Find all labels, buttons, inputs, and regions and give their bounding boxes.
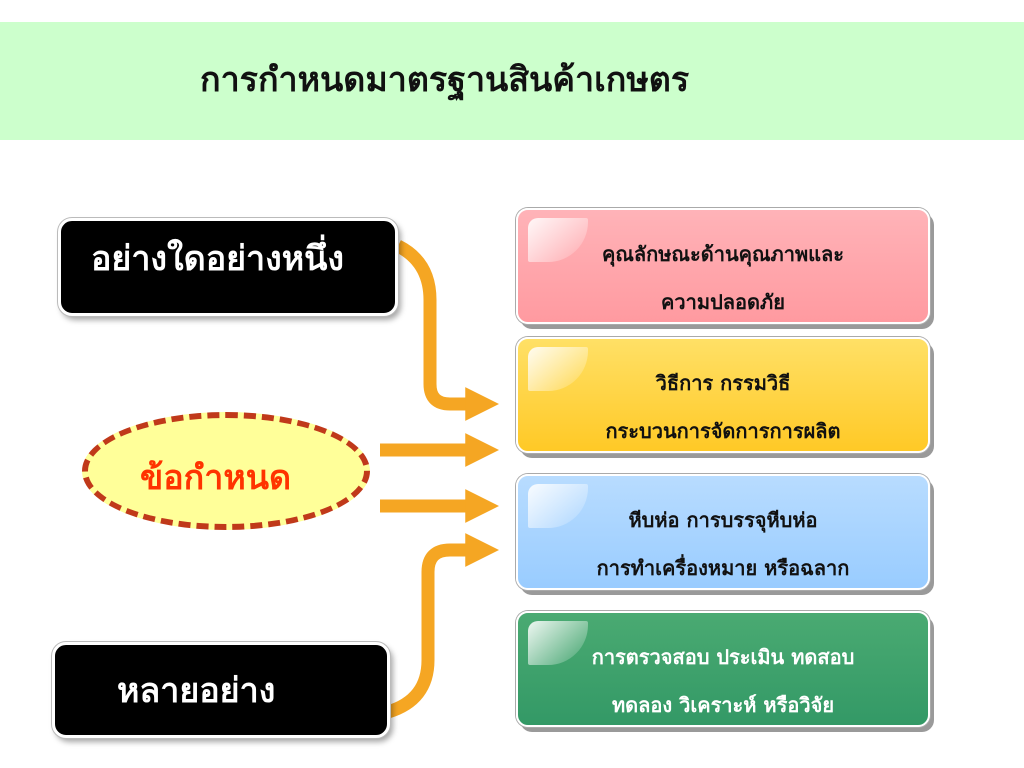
page-title: การกำหนดมาตรฐานสินค้าเกษตร xyxy=(200,60,690,100)
card-quality-safety: คุณลักษณะด้านคุณภาพและ ความปลอดภัย xyxy=(516,208,930,324)
box-one-of: อย่างใดอย่างหนึ่ง xyxy=(58,218,398,316)
title-band xyxy=(0,22,1024,140)
arrow-bottom-curve xyxy=(385,533,500,719)
card-packaging-labeling: หีบห่อ การบรรจุหีบห่อ การทำเครื่องหมาย ห… xyxy=(516,474,930,590)
card-line: กระบวนการจัดการการผลิต xyxy=(605,419,841,443)
requirement-ellipse xyxy=(82,412,370,530)
card-line: ความปลอดภัย xyxy=(661,290,785,314)
card-line: วิธีการ กรรมวิธี xyxy=(655,371,791,395)
card-production-process: วิธีการ กรรมวิธี กระบวนการจัดการการผลิต xyxy=(516,337,930,453)
arrow-top-curve xyxy=(394,240,500,421)
card-line: คุณลักษณะด้านคุณภาพและ xyxy=(601,242,845,266)
card-line: หีบห่อ การบรรจุหีบห่อ xyxy=(628,508,818,532)
card-line: การตรวจสอบ ประเมิน ทดสอบ xyxy=(591,645,855,669)
card-line: การทำเครื่องหมาย หรือฉลาก xyxy=(596,556,850,580)
box-multiple: หลายอย่าง xyxy=(52,642,390,738)
card-inspection-testing: การตรวจสอบ ประเมิน ทดสอบ ทดลอง วิเคราะห์… xyxy=(516,611,930,727)
requirement-label: ข้อกำหนด xyxy=(140,458,292,498)
card-line: ทดลอง วิเคราะห์ หรือวิจัย xyxy=(611,693,835,717)
